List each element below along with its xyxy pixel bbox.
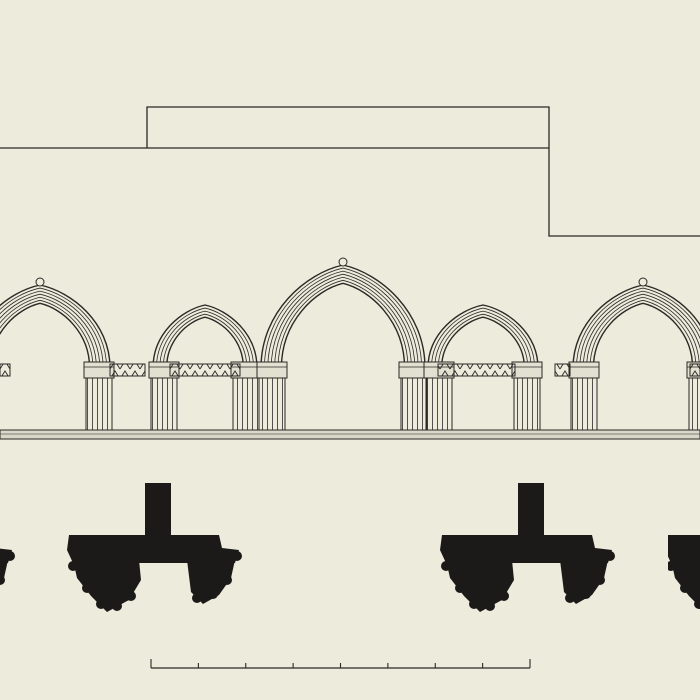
arch-moulding (162, 313, 248, 369)
arch-moulding (280, 282, 406, 369)
pier-lobe-left (446, 560, 514, 612)
arch-moulding (0, 287, 107, 369)
arch-moulding (159, 310, 251, 369)
arch-moulding (0, 296, 97, 369)
arch-moulding (0, 302, 91, 369)
clustered-shafts (150, 377, 178, 431)
arch-moulding (165, 316, 245, 369)
clustered-shafts (232, 377, 260, 431)
shaft-section (208, 589, 218, 599)
keystone-boss (35, 277, 45, 287)
arch-moulding (427, 304, 539, 369)
arcade-elevation (0, 257, 700, 431)
wall-slab (440, 535, 612, 563)
pier-plan-shape (668, 535, 700, 609)
arch-moulding (437, 313, 529, 369)
pier-lobe-left (73, 560, 141, 612)
arch-moulding (586, 296, 700, 369)
shaft-section (565, 593, 575, 603)
shaft-section (469, 599, 479, 609)
arch-major (0, 277, 115, 431)
clustered-shafts (513, 377, 541, 431)
clustered-shafts (258, 377, 286, 431)
arch-moulding (589, 299, 697, 369)
dentil-band (437, 363, 516, 377)
arch-moulding (434, 310, 532, 369)
shaft-section (192, 593, 202, 603)
wall-slab (67, 535, 239, 563)
arch-moulding (0, 299, 94, 369)
shaft-section (222, 575, 232, 585)
pier-plan-shape (0, 548, 15, 585)
upper-outline (0, 106, 700, 237)
wall-slab (668, 535, 700, 563)
dentil-band (0, 363, 11, 377)
shaft-section (595, 575, 605, 585)
arch-moulding (270, 273, 416, 369)
pier-plan-shape (440, 483, 615, 612)
capital (511, 361, 543, 379)
shaft-section (605, 551, 615, 561)
shaft-section (668, 561, 676, 571)
arch-moulding (431, 307, 535, 369)
arch-moulding (579, 290, 700, 369)
shaft-section (441, 561, 451, 571)
arch-moulding (156, 307, 254, 369)
shaft-section (581, 589, 591, 599)
arch-moulding (274, 276, 412, 369)
arch-moulding (440, 316, 526, 369)
shaft-section (499, 591, 509, 601)
shaft-section (112, 601, 122, 611)
arch-moulding (267, 270, 419, 369)
pier-plan (0, 483, 700, 612)
scale-bar (150, 659, 531, 669)
arch-moulding (592, 302, 694, 369)
capital (568, 361, 600, 379)
buttress-stem (518, 483, 544, 535)
dentil-band (554, 363, 571, 377)
keystone-boss (338, 257, 348, 267)
arch-moulding (0, 293, 101, 369)
dentil-band (689, 363, 700, 377)
shaft-section (485, 601, 495, 611)
arch-major (568, 277, 700, 431)
dentil-band (109, 363, 146, 377)
shaft-section (455, 583, 465, 593)
shaft-section (232, 551, 242, 561)
ground-line (0, 429, 700, 440)
dentil-band (169, 363, 241, 377)
clustered-shafts (688, 377, 700, 431)
capital (256, 361, 288, 379)
parapet-outline (146, 106, 700, 237)
arch-moulding (576, 287, 700, 369)
buttress-stem (145, 483, 171, 535)
arch-moulding (264, 267, 422, 369)
arch-moulding (0, 290, 104, 369)
arch-moulding (152, 304, 258, 369)
arch-major (256, 257, 430, 431)
shaft-section (694, 599, 700, 609)
clustered-shafts (85, 377, 113, 431)
pier-lobe-right (560, 560, 608, 604)
arch-minor (423, 304, 543, 431)
keystone-boss (638, 277, 648, 287)
clustered-shafts (400, 377, 428, 431)
shaft-section (68, 561, 78, 571)
shaft-section (0, 575, 5, 585)
pier-lobe-right (187, 560, 235, 604)
pier-plan-shape (67, 483, 242, 612)
shaft-section (82, 583, 92, 593)
arch-moulding (582, 293, 700, 369)
clustered-shafts (570, 377, 598, 431)
shaft-section (96, 599, 106, 609)
clustered-shafts (425, 377, 453, 431)
shaft-section (5, 551, 15, 561)
shaft-section (126, 591, 136, 601)
shaft-section (680, 583, 690, 593)
arch-moulding (277, 279, 409, 369)
